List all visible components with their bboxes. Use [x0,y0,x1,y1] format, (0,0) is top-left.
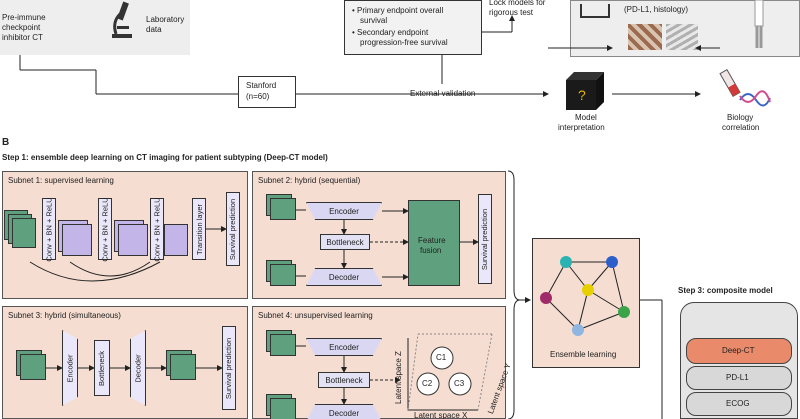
subnet1-conv-3: Conv + BN + ReLU [150,197,164,261]
endpoint-1-text: Primary endpoint overall [357,6,444,15]
subnet1-feature-stack-1 [62,224,92,256]
lab-label: Laboratory [146,15,185,24]
lock-text-2: rigorous test [489,8,534,17]
ensemble-label: Ensemble learning [550,350,617,359]
model-cube-icon: ? [562,72,606,110]
subnet1-transition: Transition layer [192,198,206,260]
tissue-label: (PD-L1, histology) [624,5,689,14]
biology-2: correlation [722,123,760,132]
subnet3-title: Subnet 3: hybrid (simultaneous) [8,311,121,320]
stanford-box [238,76,296,108]
cluster-c2: C2 [422,379,433,388]
subnet4-title: Subnet 4: unsupervised learning [258,311,373,320]
subnet2-fusion-2: fusion [420,246,442,255]
subnet2-title: Subnet 2: hybrid (sequential) [258,176,361,185]
composite-ecog-label: ECOG [726,399,750,408]
step1-title: Step 1: ensemble deep learning on CT ima… [2,153,328,162]
subnet3-output-stack [170,354,196,380]
subnet1-feature-stack-3 [164,224,188,256]
subnet2-fusion-box [408,200,460,286]
composite-layer-deepct [686,338,792,364]
subnet1-input-stack [12,218,36,248]
person-icon [752,0,766,50]
step3-title: Step 3: composite model [678,286,773,295]
biology-1: Biology [727,113,754,122]
top-connectors [19,15,720,97]
subnet1-title: Subnet 1: supervised learning [8,176,114,185]
subnet1-feature-stack-2 [118,224,148,256]
subnet2-input-top [270,198,296,220]
cluster-c1: C1 [436,353,447,362]
test-tube-icon [719,68,771,108]
subnet2-fusion-1: Feature [418,236,446,245]
composite-pdl1-label: PD-L1 [726,373,749,382]
endpoint-1: • Primary endpoint overall [352,6,444,15]
external-validation-label: External validation [410,89,476,98]
endpoint-1b: survival [360,16,388,25]
endpoint-2b: progression-free survival [360,38,448,47]
lock-text-1: Lock models for [489,0,546,7]
section-b-letter: B [2,137,10,148]
subnet1-conv-2: Conv + BN + ReLU [98,197,112,261]
histology-image-2 [666,24,698,50]
ct-label-1: Pre-immune [2,13,46,22]
stanford-n: (n=60) [246,92,270,101]
stanford-title: Stanford [246,81,277,90]
endpoints-box [344,0,482,55]
subnet2-input-bottom [270,264,296,286]
endpoint-2: • Secondary endpoint [352,28,429,37]
subnet4-input-top [270,334,296,356]
composite-layer-pdl1 [686,366,792,390]
ct-label-2: checkpoint [2,23,41,32]
subnet4-input-bottom [270,398,296,419]
cluster-c3: C3 [454,379,465,388]
top-left-panel [0,0,190,55]
question-mark-text: ? [578,87,586,103]
endpoint-2-text: Secondary endpoint [357,28,429,37]
latent-x-label: Latent space X [414,411,468,419]
composite-deepct-label: Deep-CT [722,346,755,355]
subnet3-input-stack [20,354,46,380]
histology-image-1 [628,24,662,50]
model-interp-1: Model [575,113,597,122]
composite-layer-ecog [686,392,792,416]
model-interp-2: interpretation [558,123,605,132]
lab-label-2: data [146,25,162,34]
subnet1-conv-1: Conv + BN + ReLU [42,197,56,261]
microscope-icon [108,0,134,40]
bed-icon [580,4,610,18]
ct-label-3: inhibitor CT [2,33,43,42]
